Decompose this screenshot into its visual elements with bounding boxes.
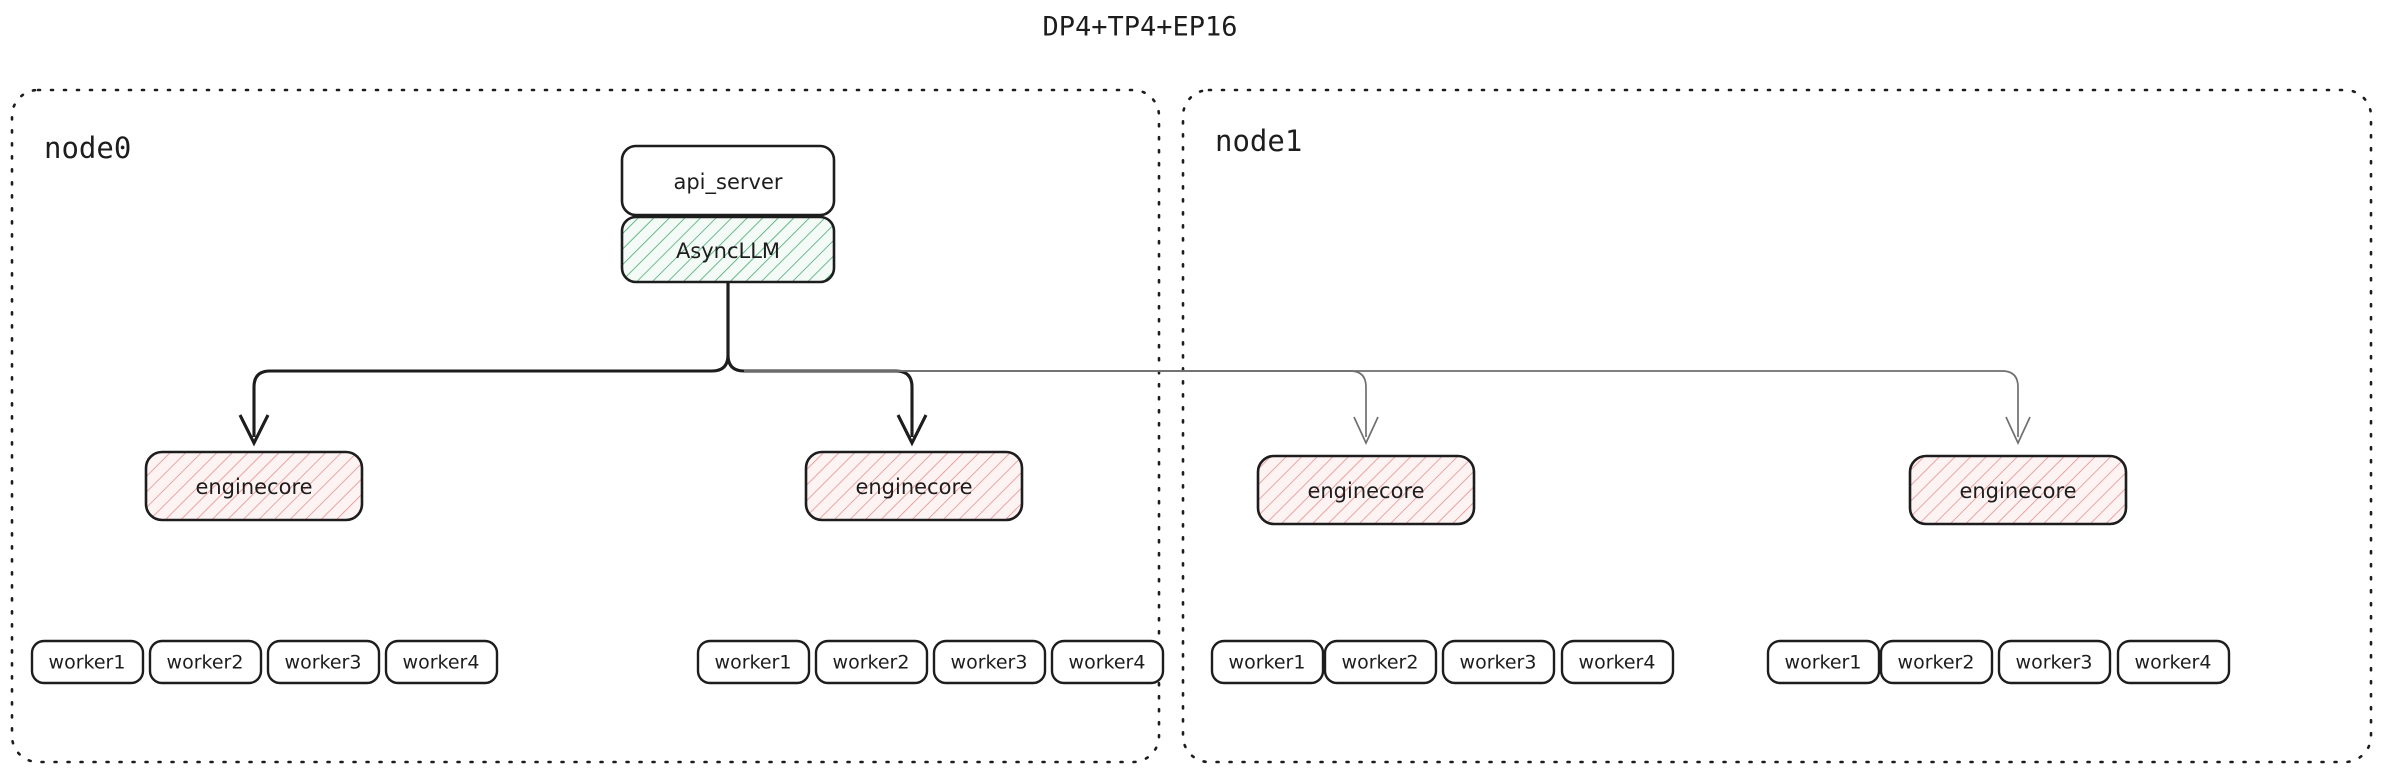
worker-label-1-0: worker1 bbox=[715, 652, 792, 674]
worker-box-1-2[interactable] bbox=[932, 639, 1047, 685]
enginecore-label-0: enginecore bbox=[195, 475, 312, 499]
worker-box-3-0[interactable] bbox=[1766, 639, 1881, 685]
worker-box-2-0[interactable] bbox=[1210, 639, 1325, 685]
worker-label-3-0: worker1 bbox=[1785, 652, 1862, 674]
worker-label-2-0: worker1 bbox=[1229, 652, 1306, 674]
worker-box-0-3[interactable] bbox=[384, 639, 499, 685]
worker-group-1: worker1 worker2 worker3 worker4 bbox=[696, 639, 1165, 685]
worker-label-2-2: worker3 bbox=[1460, 652, 1537, 674]
worker-group-2: worker1 worker2 worker3 worker4 bbox=[1210, 639, 1675, 685]
enginecore-label-2: enginecore bbox=[1307, 479, 1424, 503]
api-server-label: api_server bbox=[673, 170, 782, 195]
worker-label-1-3: worker4 bbox=[1069, 652, 1146, 674]
worker-box-1-3[interactable] bbox=[1050, 639, 1165, 685]
worker-box-0-0[interactable] bbox=[30, 639, 145, 685]
worker-label-3-2: worker3 bbox=[2016, 652, 2093, 674]
enginecore-box-2[interactable] bbox=[1256, 454, 1476, 526]
worker-box-3-2[interactable] bbox=[1997, 639, 2112, 685]
worker-box-2-3[interactable] bbox=[1560, 639, 1675, 685]
connector-to-enginecore-3 bbox=[744, 370, 2019, 437]
worker-label-1-1: worker2 bbox=[833, 652, 910, 674]
worker-label-3-1: worker2 bbox=[1898, 652, 1975, 674]
node-label-node1: node1 bbox=[1215, 124, 1302, 158]
page-title: DP4+TP4+EP16 bbox=[1042, 12, 1237, 43]
async-llm-label: AsyncLLM bbox=[676, 239, 780, 263]
worker-box-3-3[interactable] bbox=[2116, 639, 2231, 685]
arrowhead-enginecore-0 bbox=[238, 414, 270, 447]
connector-to-enginecore-1 bbox=[744, 369, 914, 437]
enginecore-label-3: enginecore bbox=[1959, 479, 2076, 503]
worker-label-1-2: worker3 bbox=[951, 652, 1028, 674]
worker-box-0-2[interactable] bbox=[266, 639, 381, 685]
worker-label-2-3: worker4 bbox=[1579, 652, 1656, 674]
worker-label-2-1: worker2 bbox=[1342, 652, 1419, 674]
worker-box-3-1[interactable] bbox=[1879, 639, 1994, 685]
worker-label-0-2: worker3 bbox=[285, 652, 362, 674]
worker-box-2-2[interactable] bbox=[1441, 639, 1556, 685]
arrowhead-enginecore-2 bbox=[1353, 416, 1379, 446]
enginecore-label-1: enginecore bbox=[855, 475, 972, 499]
worker-box-0-1[interactable] bbox=[148, 639, 263, 685]
worker-group-3: worker1 worker2 worker3 worker4 bbox=[1766, 639, 2231, 685]
node-label-node0: node0 bbox=[44, 131, 131, 165]
connector-trunk-right bbox=[726, 283, 745, 373]
node-container-node0 bbox=[10, 88, 1161, 764]
enginecore-box-0[interactable] bbox=[144, 450, 364, 522]
worker-label-3-3: worker4 bbox=[2135, 652, 2212, 674]
worker-box-2-1[interactable] bbox=[1323, 639, 1438, 685]
worker-label-0-3: worker4 bbox=[403, 652, 480, 674]
worker-box-1-0[interactable] bbox=[696, 639, 811, 685]
node-container-node1 bbox=[1181, 88, 2373, 764]
connector-to-enginecore-0 bbox=[252, 369, 712, 437]
worker-label-0-1: worker2 bbox=[167, 652, 244, 674]
worker-group-0: worker1 worker2 worker3 worker4 bbox=[30, 639, 499, 685]
arrowhead-enginecore-3 bbox=[2005, 416, 2031, 446]
async-llm-box[interactable] bbox=[620, 215, 836, 284]
api-server-box[interactable] bbox=[620, 144, 836, 217]
arrowhead-enginecore-1 bbox=[896, 414, 928, 447]
connector-to-enginecore-2 bbox=[744, 370, 1367, 437]
worker-label-0-0: worker1 bbox=[49, 652, 126, 674]
enginecore-box-3[interactable] bbox=[1908, 454, 2128, 526]
connector-trunk-left bbox=[711, 283, 730, 373]
enginecore-box-1[interactable] bbox=[804, 450, 1024, 522]
worker-box-1-1[interactable] bbox=[814, 639, 929, 685]
